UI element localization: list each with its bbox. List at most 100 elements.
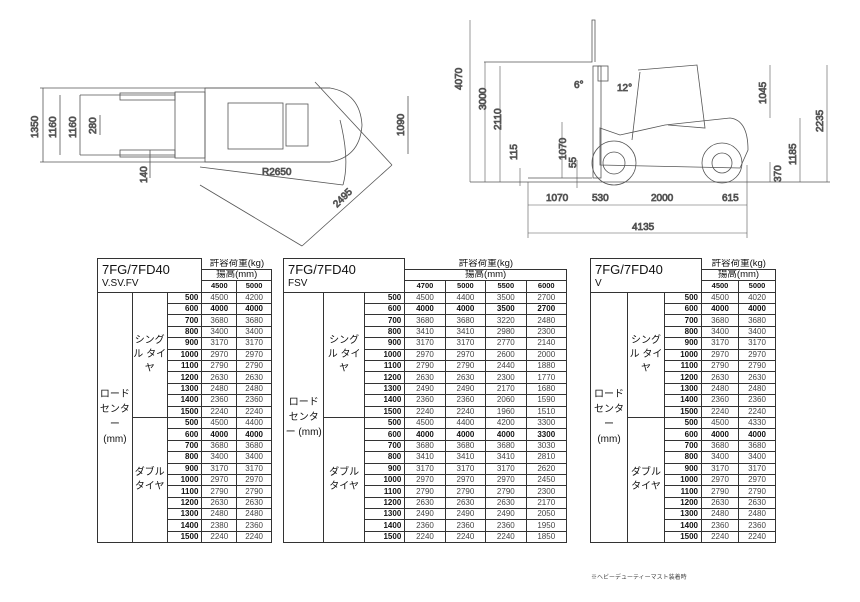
capacity-cell: 3400 [201, 325, 238, 339]
capacity-cell: 2360 [444, 394, 487, 407]
capacity-cell: 3400 [701, 325, 739, 339]
capacity-cell: 4020 [738, 291, 776, 305]
single-tire-label: シングル タイヤ [323, 291, 365, 418]
capacity-cell: 1680 [525, 382, 568, 396]
load-center-value: 1500 [166, 530, 203, 544]
capacity-cell: 2700 [525, 291, 568, 305]
mast-variant: FSV [288, 278, 308, 289]
capacity-cell: 2360 [404, 394, 446, 407]
capacity-cell: 3500 [485, 291, 527, 305]
dim-2235: 2235 [815, 109, 826, 132]
footnote: ※ヘビーデューティーマスト装着時 [591, 575, 687, 581]
capacity-cell: 3400 [701, 451, 739, 464]
lift-height-header: 揚高(mm) [201, 268, 272, 282]
load-center-value: 700 [363, 314, 406, 327]
side-view-drawing: 4070 3000 2110 115 1070 55 6° 12° 1045 1… [454, 19, 830, 238]
capacity-cell: 2630 [738, 371, 776, 384]
load-center-value: 800 [166, 325, 203, 339]
capacity-cell: 3170 [404, 462, 446, 475]
capacity-cell: 3400 [738, 325, 776, 339]
load-center-value: 800 [664, 325, 702, 339]
capacity-cell: 3680 [738, 439, 776, 453]
capacity-cell: 2630 [236, 371, 272, 384]
capacity-cell: 2300 [525, 325, 568, 339]
capacity-cell: 4000 [738, 428, 776, 441]
capacity-cell: 2480 [738, 382, 776, 396]
dim-1160-inner: 1160 [68, 116, 79, 138]
capacity-cell: 2630 [701, 371, 739, 384]
capacity-cell: 2240 [738, 530, 776, 544]
capacity-cell: 2790 [738, 485, 776, 498]
capacity-cell: 3030 [525, 439, 568, 453]
capacity-cell: 3400 [738, 451, 776, 464]
capacity-cell: 2790 [485, 485, 527, 498]
capacity-cell: 4000 [701, 303, 739, 316]
load-center-value: 900 [363, 462, 406, 475]
capacity-cell: 2480 [236, 382, 272, 396]
capacity-cell: 3410 [444, 451, 487, 464]
load-center-value: 900 [166, 337, 203, 350]
capacity-cell: 2790 [201, 485, 238, 498]
capacity-cell: 2790 [444, 485, 487, 498]
load-center-value: 1100 [363, 359, 406, 373]
capacity-cell: 2360 [236, 519, 272, 532]
capacity-cell: 3170 [236, 462, 272, 475]
capacity-cell: 2440 [485, 359, 527, 373]
capacity-cell: 2630 [444, 496, 487, 510]
lift-height-header: 揚高(mm) [404, 268, 567, 282]
capacity-cell: 4400 [236, 416, 272, 430]
load-center-value: 600 [664, 428, 702, 441]
load-center-value: 900 [664, 462, 702, 475]
capacity-cell: 2790 [201, 359, 238, 373]
load-center-value: 600 [664, 303, 702, 316]
capacity-cell: 2970 [201, 348, 238, 362]
load-center-value: 1200 [363, 496, 406, 510]
tilt-backward: 12° [617, 83, 632, 94]
capacity-cell: 4000 [201, 303, 238, 316]
capacity-cell: 3400 [236, 451, 272, 464]
capacity-cell: 2360 [201, 394, 238, 407]
load-center-value: 600 [363, 428, 406, 441]
capacity-cell: 2240 [701, 530, 739, 544]
load-center-value: 700 [664, 439, 702, 453]
capacity-cell: 1850 [525, 530, 568, 544]
model-name: 7FG/7FD40 [102, 262, 170, 277]
capacity-cell: 2630 [404, 496, 446, 510]
load-center-value: 700 [664, 314, 702, 327]
capacity-cell: 1510 [525, 405, 568, 418]
capacity-cell: 3410 [444, 325, 487, 339]
capacity-cell: 2490 [485, 508, 527, 521]
dim-2000: 2000 [651, 193, 674, 204]
capacity-cell: 2240 [201, 530, 238, 544]
capacity-cell: 2300 [485, 371, 527, 384]
capacity-cell: 2480 [525, 314, 568, 327]
capacity-cell: 3220 [485, 314, 527, 327]
load-center-value: 700 [166, 314, 203, 327]
single-tire-label: シングル タイヤ [627, 291, 665, 418]
dim-1090: 1090 [396, 113, 407, 136]
capacity-cell: 2480 [236, 508, 272, 521]
capacity-cell: 3170 [444, 337, 487, 350]
lift-height-value: 4500 [201, 280, 238, 293]
capacity-cell: 2600 [485, 348, 527, 362]
load-center-value: 1300 [363, 508, 406, 521]
capacity-cell: 2360 [738, 394, 776, 407]
capacity-cell: 2360 [738, 519, 776, 532]
capacity-cell: 2790 [444, 359, 487, 373]
lift-height-value: 5000 [444, 280, 487, 293]
dim-615: 615 [722, 193, 739, 204]
capacity-cell: 2360 [444, 519, 487, 532]
